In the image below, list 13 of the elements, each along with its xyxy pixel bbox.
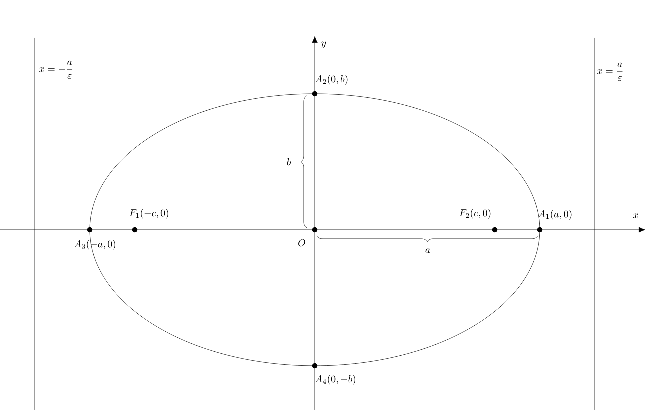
point-label: $A_3(-a,0)$ bbox=[74, 240, 116, 250]
point-label: $F_1(-c,0)$ bbox=[130, 208, 168, 219]
axis-label: $x$ bbox=[633, 214, 638, 218]
axis-label: $y$ bbox=[322, 42, 326, 48]
directrix-equation: $x=\frac{a}{\varepsilon}$ bbox=[598, 62, 623, 82]
brace-label: $b$ bbox=[287, 158, 292, 166]
point-label: $A_1(a,0)$ bbox=[538, 210, 572, 220]
directrix-equation: $x=-\frac{a}{\varepsilon}$ bbox=[40, 60, 73, 80]
brace-label: $a$ bbox=[426, 248, 430, 254]
point-label: $F_2(c,0)$ bbox=[460, 208, 491, 219]
origin-label: $O$ bbox=[298, 239, 306, 247]
point-label: $A_4(0,-b)$ bbox=[316, 374, 356, 385]
point-label: $A_2(0,b)$ bbox=[316, 74, 348, 85]
